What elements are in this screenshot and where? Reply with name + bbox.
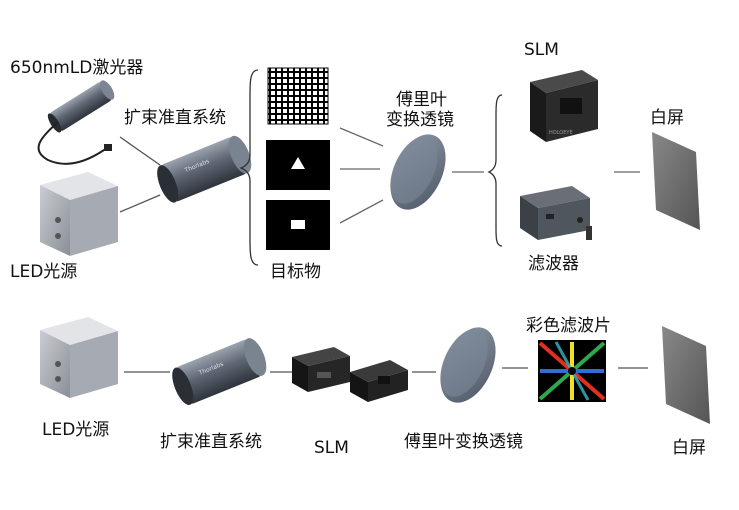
right-brace: [487, 94, 503, 247]
color-filter: [538, 340, 606, 402]
color-filter-label: 彩色滤波片: [526, 316, 611, 336]
led-label-bottom: LED光源: [42, 420, 110, 440]
laser-beam-line: [119, 136, 161, 166]
dot-array-target: [267, 67, 329, 125]
ld-laser-device: [37, 80, 115, 165]
beam-expander-top: Thorlabs: [157, 135, 252, 203]
led-beam-line: [119, 194, 161, 213]
white-screen-top: [652, 132, 700, 230]
left-brace: [239, 69, 259, 266]
led-cube-top: [40, 172, 118, 256]
ld-laser-label: 650nmLD激光器: [10, 58, 144, 78]
filter-label: 滤波器: [528, 254, 579, 274]
white-screen-bottom: [662, 326, 710, 424]
fourier-lens-bottom: [440, 327, 496, 403]
slm-label-top: SLM: [524, 40, 559, 60]
expander-label-top: 扩束准直系统: [124, 108, 226, 128]
filter-device-top: [520, 186, 592, 240]
lens-label-bottom: 傅里叶变换透镜: [404, 432, 523, 452]
beam-expander-bottom: Thorlabs: [172, 338, 267, 406]
lens-label-top-line2: 变换透镜: [386, 110, 454, 130]
screen-label-bottom: 白屏: [672, 438, 706, 458]
screen-label-top: 白屏: [650, 108, 684, 128]
expander-label-bottom: 扩束准直系统: [160, 432, 262, 452]
fourier-lens-top: [390, 134, 446, 210]
slm-device-top: HOLOEYE: [530, 70, 598, 142]
object-to-lens-line-3: [339, 199, 384, 224]
slm-device-bottom: [292, 347, 408, 402]
lens-label-top-line1: 傅里叶: [396, 90, 447, 110]
led-cube-bottom: [40, 317, 118, 398]
svg-text:HOLOEYE: HOLOEYE: [549, 130, 573, 136]
slm-label-bottom: SLM: [314, 438, 349, 458]
triangle-target: [266, 140, 330, 190]
object-to-lens-line-1: [339, 127, 384, 147]
object-label: 目标物: [270, 262, 321, 282]
rectangle-target: [266, 200, 330, 250]
led-label-top: LED光源: [10, 262, 78, 282]
